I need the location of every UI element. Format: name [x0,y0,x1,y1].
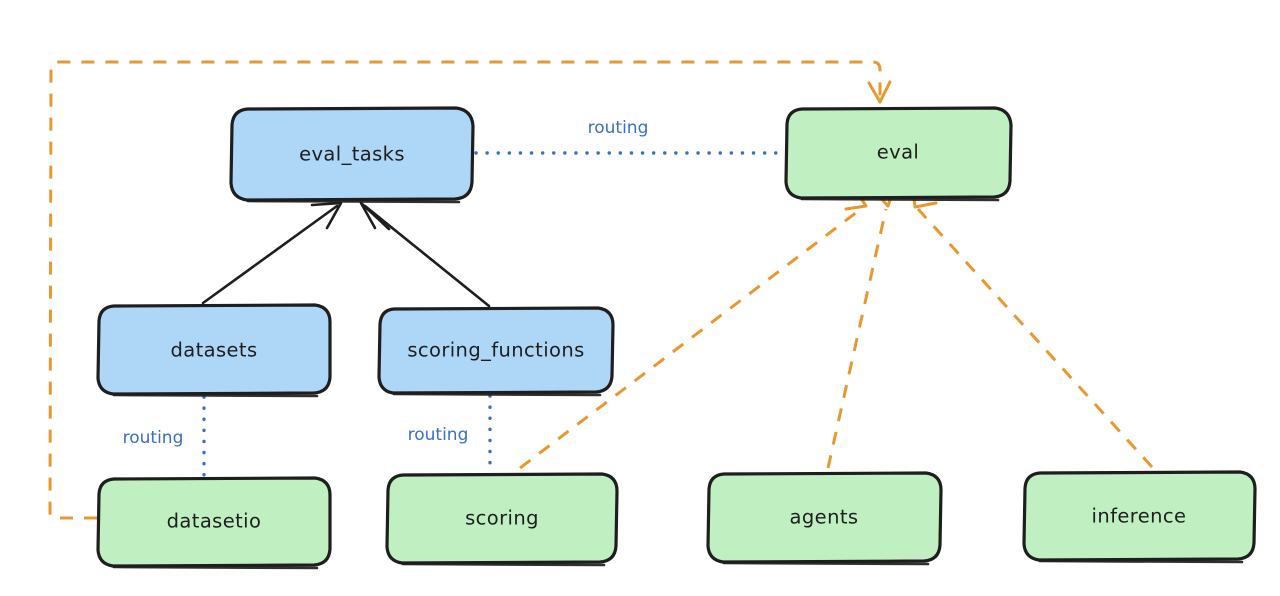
node-eval[interactable]: eval [784,106,1013,202]
node-scoring-functions[interactable]: scoring_functions [377,306,615,397]
edge-eval-tasks-eval: routing [474,118,785,155]
edge-agents-eval [826,186,896,469]
edge-datasetio-eval [48,60,892,520]
node-label-agents: agents [790,506,859,529]
node-label-scoring-functions: scoring_functions [407,339,584,362]
node-label-eval-tasks: eval_tasks [299,143,405,166]
node-label-inference: inference [1092,505,1187,528]
node-label-datasetio: datasetio [167,510,262,533]
node-layer: eval_tasks eval datasets scoring_functio… [96,106,1257,570]
node-eval-tasks[interactable]: eval_tasks [229,106,475,204]
node-datasetio[interactable]: datasetio [96,476,332,570]
edge-datasets-eval-tasks [201,201,343,305]
node-scoring[interactable]: scoring [385,472,619,567]
node-label-eval: eval [877,141,920,164]
edge-label-routing-eval: routing [588,118,649,138]
node-label-scoring: scoring [465,507,539,530]
edge-label-routing-datasetio: routing [123,428,184,448]
node-label-datasets: datasets [170,339,257,362]
edge-label-routing-scoring: routing [408,425,469,445]
node-agents[interactable]: agents [706,471,943,566]
edge-inference-eval [911,184,1154,469]
edge-datasets-datasetio: routing [123,395,206,477]
node-inference[interactable]: inference [1022,470,1257,564]
edge-scoring-functions-scoring: routing [408,394,492,473]
node-datasets[interactable]: datasets [96,303,332,398]
edge-scoring-functions-eval-tasks [359,201,491,308]
